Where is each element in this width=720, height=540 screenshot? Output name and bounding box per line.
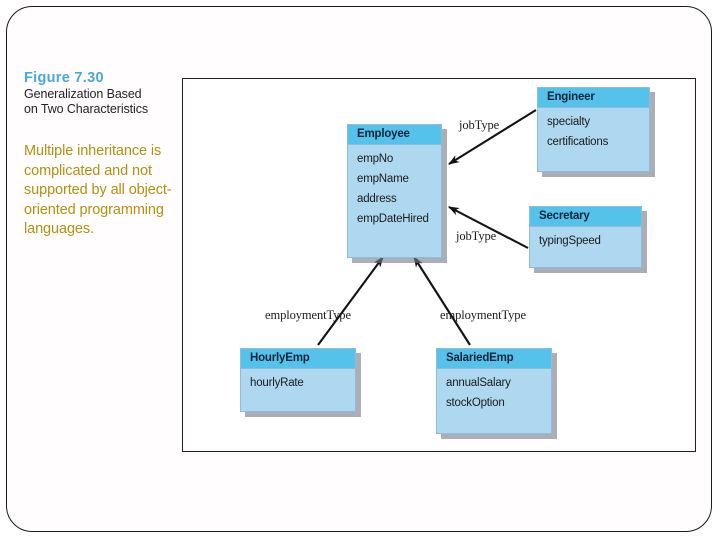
uml-attribute: annualSalary bbox=[446, 377, 511, 389]
uml-class-secretary-attributes: typingSpeed bbox=[530, 227, 641, 255]
uml-class-secretary[interactable]: Secretary typingSpeed bbox=[529, 206, 642, 268]
uml-class-employee-name: Employee bbox=[348, 125, 441, 145]
uml-class-engineer-attributes: specialty certifications bbox=[538, 108, 649, 156]
uml-attribute: certifications bbox=[547, 136, 609, 148]
uml-class-engineer-name: Engineer bbox=[538, 88, 649, 108]
discriminator-label-employmenttype-hourly: employmentType bbox=[265, 308, 351, 322]
uml-attribute: empNo bbox=[357, 153, 394, 165]
uml-attribute: stockOption bbox=[446, 397, 505, 409]
figure-caption: Figure 7.30 Generalization Based on Two … bbox=[24, 70, 200, 116]
figure-title-line-1: Generalization Based bbox=[24, 87, 142, 101]
uml-class-engineer[interactable]: Engineer specialty certifications bbox=[537, 87, 650, 172]
uml-attribute: address bbox=[357, 193, 397, 205]
uml-class-salaried-emp-name: SalariedEmp bbox=[437, 349, 551, 369]
uml-class-hourly-emp[interactable]: HourlyEmp hourlyRate bbox=[240, 348, 356, 412]
uml-class-hourly-emp-attributes: hourlyRate bbox=[241, 369, 355, 397]
figure-title-line-2: on Two Characteristics bbox=[24, 101, 149, 116]
figure-number: Figure 7.30 bbox=[24, 70, 104, 86]
uml-class-hourly-emp-name: HourlyEmp bbox=[241, 349, 355, 369]
uml-class-employee-attributes: empNo empName address empDateHired bbox=[348, 145, 441, 233]
uml-attribute: hourlyRate bbox=[250, 377, 304, 389]
uml-attribute: empName bbox=[357, 173, 409, 185]
uml-attribute: typingSpeed bbox=[539, 235, 601, 247]
discriminator-label-jobtype-secretary: jobType bbox=[456, 229, 497, 243]
uml-attribute: specialty bbox=[547, 116, 590, 128]
uml-attribute: empDateHired bbox=[357, 213, 429, 225]
uml-class-salaried-emp-attributes: annualSalary stockOption bbox=[437, 369, 551, 417]
uml-class-employee[interactable]: Employee empNo empName address empDateHi… bbox=[347, 124, 442, 258]
figure-title: Generalization Based on Two Characterist… bbox=[24, 87, 200, 116]
caption-body-text: Multiple inheritance is complicated and … bbox=[24, 143, 172, 238]
uml-class-secretary-name: Secretary bbox=[530, 207, 641, 227]
discriminator-label-jobtype-engineer: jobType bbox=[459, 118, 500, 132]
discriminator-label-employmenttype-salaried: employmentType bbox=[440, 308, 526, 322]
uml-class-salaried-emp[interactable]: SalariedEmp annualSalary stockOption bbox=[436, 348, 552, 434]
